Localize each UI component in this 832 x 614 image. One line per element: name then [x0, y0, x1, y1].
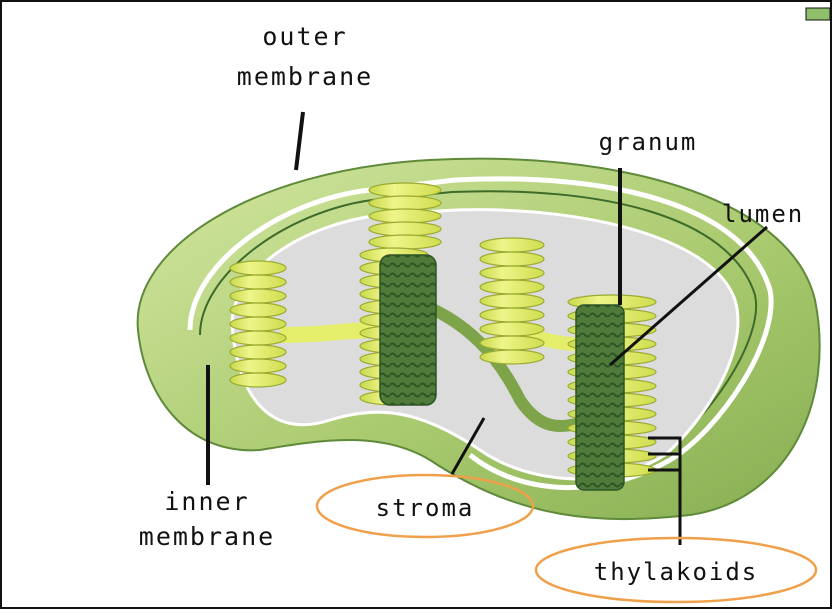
thylakoid-disk — [480, 280, 544, 294]
thylakoid-disk — [230, 359, 286, 373]
thylakoid-disk — [480, 294, 544, 308]
label-outer-2: membrane — [237, 62, 373, 91]
label-granum: granum — [599, 128, 698, 156]
thylakoid-disk — [230, 373, 286, 387]
thylakoid-disk — [480, 336, 544, 350]
thylakoid-disk — [480, 350, 544, 364]
granum-cross-section-1 — [380, 255, 436, 405]
label-inner-1: inner — [164, 487, 249, 516]
thylakoid-disk — [480, 322, 544, 336]
thylakoid-disk — [369, 222, 441, 236]
granum-cross-section-2 — [576, 305, 624, 490]
thylakoid-disk — [230, 345, 286, 359]
label-outer-1: outer — [262, 22, 347, 51]
label-thylakoids: thylakoids — [594, 558, 759, 586]
thylakoid-disk — [230, 275, 286, 289]
label-lumen: lumen — [722, 200, 804, 228]
thylakoid-disk — [230, 317, 286, 331]
thylakoid-disk — [480, 308, 544, 322]
thylakoid-disk — [480, 238, 544, 252]
thylakoid-disk — [480, 266, 544, 280]
thylakoid-disk — [480, 252, 544, 266]
thylakoid-disk — [230, 261, 286, 275]
thylakoid-disk — [230, 289, 286, 303]
corner-accent — [806, 8, 830, 20]
thylakoid-disk — [230, 303, 286, 317]
thylakoid-disk — [369, 209, 441, 223]
thylakoid-disk — [369, 235, 441, 249]
thylakoid-disk — [369, 183, 441, 197]
label-stroma: stroma — [376, 494, 475, 522]
label-inner-2: membrane — [139, 522, 275, 551]
thylakoid-disk — [230, 331, 286, 345]
thylakoid-disk — [369, 196, 441, 210]
